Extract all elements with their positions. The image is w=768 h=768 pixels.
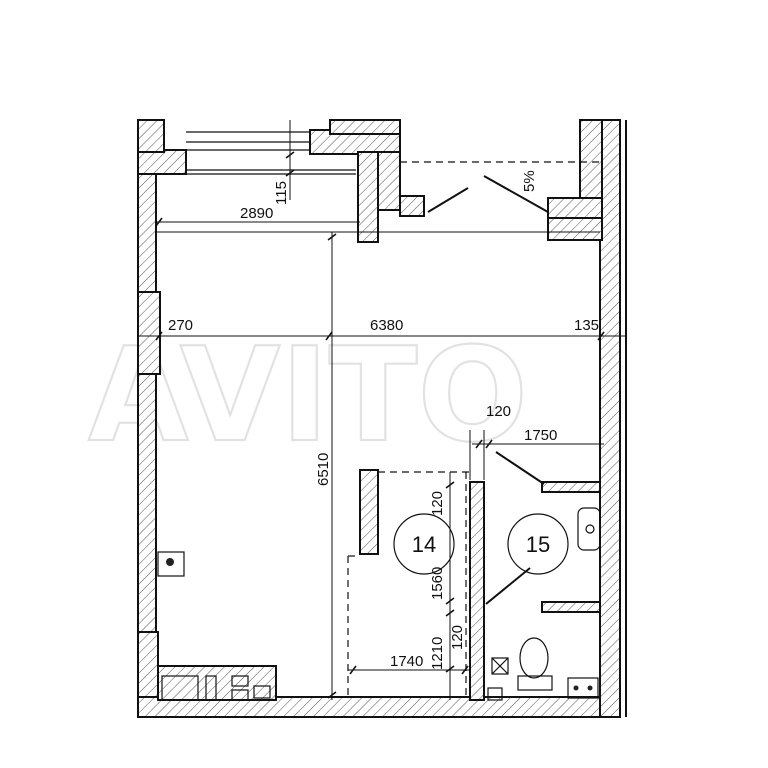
room-15-doors (485, 451, 545, 605)
top-right-wall-foot (547, 197, 603, 219)
door-leaf-right (483, 175, 549, 213)
room-14-number: 14 (412, 532, 436, 557)
top-right-wall-return (547, 217, 603, 241)
lower-left-fixtures (161, 675, 271, 701)
dim-120-top: 120 (486, 403, 511, 420)
room-14-outline (347, 471, 470, 700)
dim-135: 135 (574, 317, 599, 334)
slope-annotation: 5% (521, 170, 538, 192)
partitions (157, 469, 601, 701)
vent-icon (157, 551, 185, 577)
outer-walls (137, 119, 627, 718)
room-tags: 14 15 (393, 513, 569, 575)
dim-2890: 2890 (240, 205, 273, 222)
sink-icon (577, 507, 601, 551)
dim-1740: 1740 (390, 653, 423, 670)
middle-pier (357, 151, 379, 243)
fixtures (157, 507, 601, 701)
drain-icon (491, 657, 509, 675)
partition-15-top (541, 481, 601, 493)
dimension-labels: 2890 115 270 6380 135 120 1750 6510 1740… (168, 170, 599, 670)
door-leaf-left (427, 187, 469, 213)
dim-6510: 6510 (315, 453, 332, 486)
dim-v120-a: 120 (429, 491, 446, 516)
middle-pier-foot (399, 195, 425, 217)
partition-15-mid (541, 601, 601, 613)
top-left-wall (137, 149, 187, 175)
dim-1750: 1750 (524, 427, 557, 444)
dim-270: 270 (168, 317, 193, 334)
room-15-tag (507, 513, 569, 575)
dim-v120-b: 120 (449, 625, 466, 650)
partition-14-15 (469, 481, 485, 701)
dim-6380: 6380 (370, 317, 403, 334)
window-top (186, 131, 356, 175)
dimension-lines (138, 120, 626, 700)
dim-115: 115 (273, 181, 290, 205)
room-14-tag (393, 513, 455, 575)
dim-v1560: 1560 (429, 567, 446, 600)
riser-icon (487, 677, 599, 701)
room-15-number: 15 (526, 532, 550, 557)
dim-v1210: 1210 (429, 637, 446, 670)
top-middle-pier-top (329, 119, 401, 135)
entrance-doors (400, 161, 600, 213)
left-wall-column (137, 291, 161, 375)
freestanding-wall (359, 469, 379, 555)
lower-left-room (157, 665, 277, 701)
top-left-wall-upper (137, 119, 165, 153)
middle-pier-side (377, 151, 401, 211)
toilet-icon (517, 637, 553, 691)
